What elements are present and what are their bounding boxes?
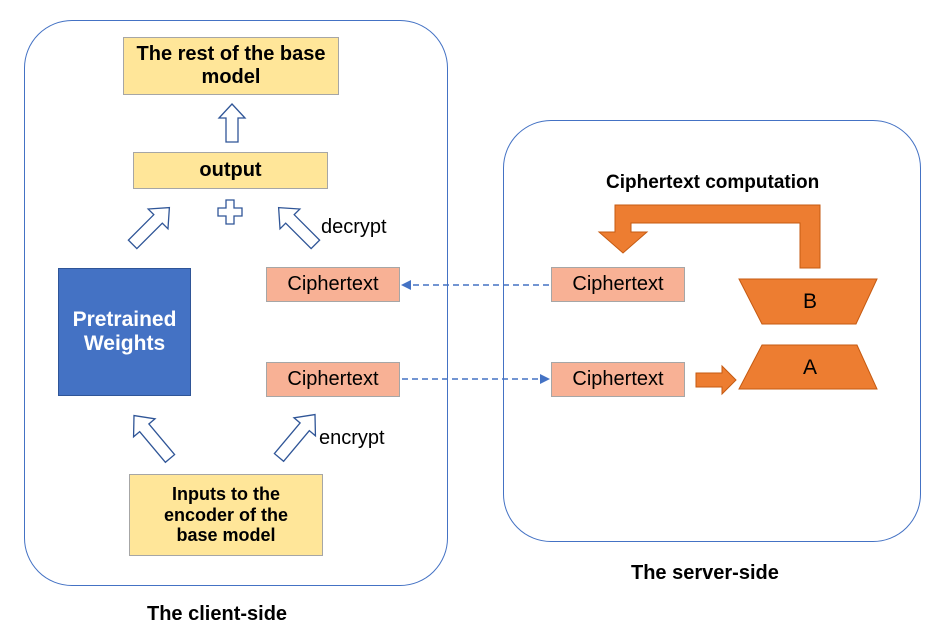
trapezoid-a-shape — [738, 344, 878, 390]
encoder-inputs-box: Inputs to the encoder of the base model — [129, 474, 323, 556]
trapezoid-b-shape — [738, 278, 878, 325]
pretrained-weights-box: Pretrained Weights — [58, 268, 191, 396]
server-ciphertext-bottom: Ciphertext — [551, 362, 685, 397]
orange-arrow-icon — [695, 364, 737, 396]
shape-a-label: A — [802, 356, 817, 379]
hollow-up-arrow-icon — [277, 206, 321, 250]
output-box: output — [133, 152, 328, 189]
hollow-up-arrow-icon — [132, 414, 176, 464]
hollow-up-arrow-icon — [127, 206, 171, 250]
client-ciphertext-bottom: Ciphertext — [266, 362, 400, 397]
server-side-panel — [503, 120, 921, 542]
shape-b-label: B — [802, 290, 817, 313]
server-ciphertext-top: Ciphertext — [551, 267, 685, 302]
encrypt-label: encrypt — [319, 427, 385, 449]
client-ciphertext-top: Ciphertext — [266, 267, 400, 302]
decrypt-label: decrypt — [321, 216, 387, 238]
client-side-caption: The client-side — [147, 603, 288, 625]
rest-of-base-model-box: The rest of the base model — [123, 37, 339, 95]
orange-arrow-icon — [597, 204, 821, 269]
ciphertext-computation-label: Ciphertext computation — [606, 172, 820, 193]
hollow-up-arrow-icon — [273, 413, 317, 463]
hollow-up-arrow-icon — [217, 103, 247, 143]
server-side-caption: The server-side — [631, 562, 779, 584]
plus-icon — [217, 199, 243, 225]
